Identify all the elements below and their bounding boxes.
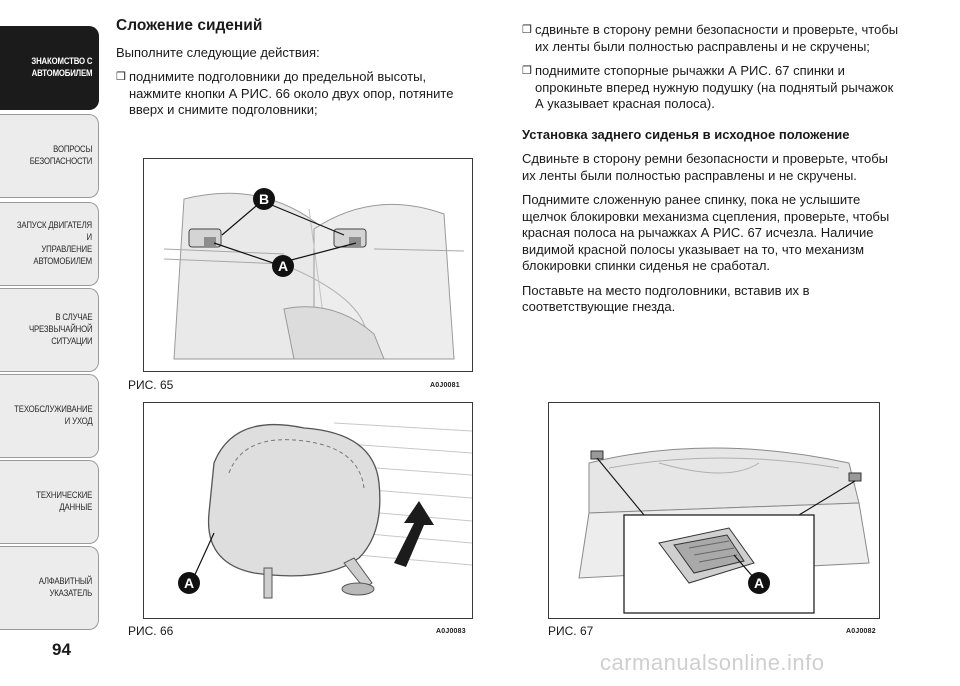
paragraph-lift-backrest: Поднимите сложенную ранее спинку, пока н… [522, 192, 890, 273]
tab-emergency[interactable]: В СЛУЧАЕ ЧРЕЗВЫЧАЙНОЙ СИТУАЦИИ [0, 288, 99, 372]
figure-66-caption: РИС. 66 [128, 624, 174, 638]
tab-label: В СЛУЧАЕ ЧРЕЗВЫЧАЙНОЙ СИТУАЦИИ [28, 312, 92, 347]
tab-maintenance[interactable]: ТЕХОБСЛУЖИВАНИЕ И УХОД [0, 374, 99, 458]
figure-65-image: B A [143, 158, 473, 372]
callout-a [178, 572, 200, 594]
tab-starting-driving[interactable]: ЗАПУСК ДВИГАТЕЛЯ И УПРАВЛЕНИЕ АВТОМОБИЛЕ… [0, 202, 99, 286]
figure-67-caption: РИС. 67 [548, 624, 594, 638]
left-column: Сложение сидений Выполните следующие дей… [116, 17, 478, 127]
callout-a-label: A [754, 575, 764, 591]
step-remove-headrests: поднимите подголовники до предельной выс… [116, 69, 478, 119]
callout-a [272, 255, 294, 277]
intro-text: Выполните следующие действия: [116, 44, 320, 60]
tab-safety[interactable]: ВОПРОСЫ БЕЗОПАСНОСТИ [0, 114, 99, 198]
callout-b [253, 188, 275, 210]
site-watermark: carmanualsonline.info [600, 650, 825, 675]
headrest-removal-illustration: A [144, 403, 472, 618]
step-move-belts: сдвиньте в сторону ремни безопасности и … [522, 22, 902, 55]
callout-b-label: B [259, 191, 269, 207]
figure-66-code: A0J0083 [436, 628, 466, 635]
callout-a-label: A [278, 258, 288, 274]
subheading-restore-seat: Установка заднего сиденья в исходное пол… [522, 126, 850, 142]
tab-index[interactable]: АЛФАВИТНЫЙ УКАЗАТЕЛЬ [0, 546, 99, 630]
tab-label: ЗНАКОМСТВО С АВТОМОБИЛЕМ [31, 56, 92, 79]
callout-a [748, 572, 770, 594]
tab-label: ТЕХНИЧЕСКИЕ ДАННЫЕ [36, 490, 92, 513]
page-number: 94 [52, 640, 71, 659]
figure-65-caption: РИС. 65 [128, 378, 174, 392]
tab-getting-to-know[interactable]: ЗНАКОМСТВО С АВТОМОБИЛЕМ [0, 26, 99, 110]
tab-technical-data[interactable]: ТЕХНИЧЕСКИЕ ДАННЫЕ [0, 460, 99, 544]
paragraph-belts: Сдвиньте в сторону ремни безопасности и … [522, 151, 888, 183]
figure-67-code: A0J0082 [846, 628, 876, 635]
seat-headrest-buttons-illustration: B A [144, 159, 472, 371]
figure-65-code: A0J0081 [430, 382, 460, 389]
tab-label: ЗАПУСК ДВИГАТЕЛЯ И УПРАВЛЕНИЕ АВТОМОБИЛЕ… [16, 220, 92, 267]
paragraph-headrests: Поставьте на место подголовники, вставив… [522, 282, 810, 315]
step-lift-levers: поднимите стопорные рычажки А РИС. 67 сп… [522, 63, 902, 113]
figure-66-image: A [143, 402, 473, 619]
tab-label: ВОПРОСЫ БЕЗОПАСНОСТИ [29, 144, 92, 167]
figure-67-image: A [548, 402, 880, 619]
section-title: Сложение сидений [116, 17, 263, 34]
callout-a-label: A [184, 575, 194, 591]
rear-seat-lever-illustration: A [549, 403, 879, 618]
right-column: сдвиньте в сторону ремни безопасности и … [522, 22, 902, 324]
tab-label: ТЕХОБСЛУЖИВАНИЕ И УХОД [13, 404, 92, 427]
tab-label: АЛФАВИТНЫЙ УКАЗАТЕЛЬ [38, 576, 93, 599]
